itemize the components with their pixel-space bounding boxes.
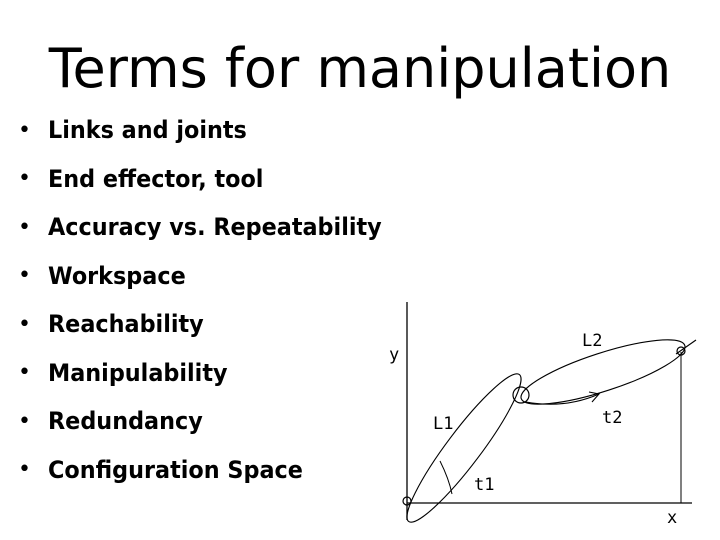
elbow-joint [512,386,530,404]
link2-label: L2 [582,331,602,351]
link1-shape [406,373,522,523]
bullet-marker: • [18,117,31,143]
bullet-text: Reachability [48,310,204,339]
bullet-list: • Links and joints • End effector, tool … [18,106,407,494]
link1-label: L1 [433,414,453,434]
bullet-text: End effector, tool [48,164,264,193]
list-item: • Redundancy [18,397,407,446]
bullet-text: Redundancy [48,407,203,436]
bullet-marker: • [18,457,31,483]
bullet-marker: • [18,263,31,289]
bullet-marker: • [18,360,31,386]
list-item: • End effector, tool [18,155,407,204]
x-axis-label: x [667,508,677,528]
angle1-label: t1 [474,475,494,495]
list-item: • Links and joints [18,106,407,155]
link2-shape [520,339,686,405]
bullet-text: Manipulability [48,358,228,387]
bullet-text: Accuracy vs. Repeatability [48,213,382,242]
bullet-marker: • [18,214,31,240]
bullet-text: Workspace [48,261,186,290]
bullet-marker: • [18,408,31,434]
y-axis-label: y [389,345,399,365]
list-item: • Accuracy vs. Repeatability [18,203,407,252]
slide-title: Terms for manipulation [48,37,672,100]
base-joint [402,496,412,506]
bullet-text: Links and joints [48,116,247,145]
list-item: • Configuration Space [18,446,407,495]
two-link-arm-diagram: y x L1 L2 t1 t2 [389,302,697,528]
bullet-text: Configuration Space [48,455,303,484]
angle1-arc [439,460,453,495]
end-effector-joint [676,346,686,356]
end-effector-tool [675,339,697,355]
angle2-arc [525,393,600,405]
list-item: • Reachability [18,300,407,349]
list-item: • Workspace [18,252,407,301]
angle2-label: t2 [602,408,622,428]
bullet-marker: • [18,311,31,337]
bullet-marker: • [18,166,31,192]
list-item: • Manipulability [18,349,407,398]
angle2-arrowhead [588,391,601,403]
